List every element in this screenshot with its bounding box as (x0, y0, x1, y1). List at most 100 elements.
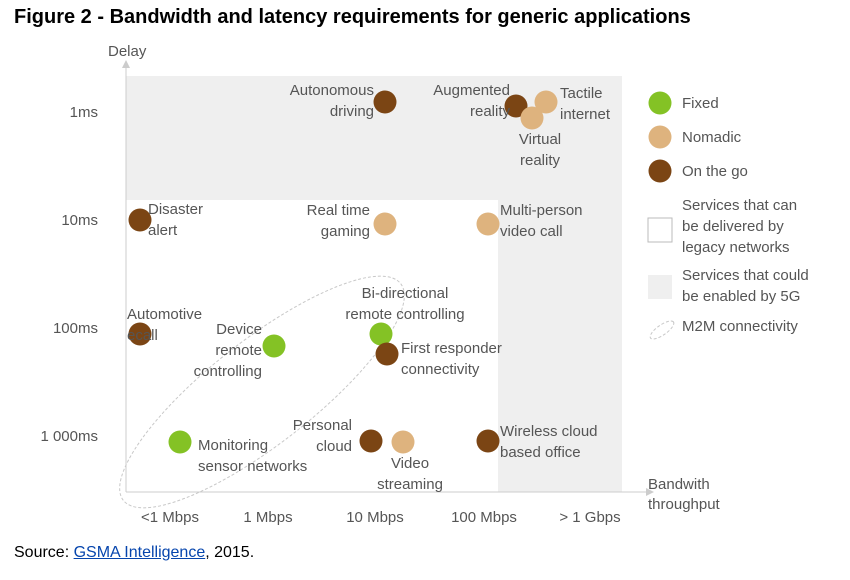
x-tick-label: 10 Mbps (346, 509, 404, 526)
legend-marker-on-the-go (648, 159, 672, 183)
source-note: Source: GSMA Intelligence, 2015. (14, 544, 254, 562)
point-label-line: Wireless cloud (500, 423, 598, 440)
legend-label: Nomadic (682, 129, 742, 146)
point-label-line: alert (148, 222, 178, 239)
point-label-line: Multi-person (500, 202, 583, 219)
point-on-the-go (128, 208, 152, 232)
y-tick-label: 1ms (70, 104, 98, 121)
point-label-line: connectivity (401, 361, 480, 378)
point-label: Personal cloud (293, 417, 352, 455)
point-label: First responder connectivity (401, 340, 502, 378)
point-label-line: reality (470, 103, 511, 120)
point-label-line: sensor networks (198, 458, 307, 475)
legend-label-line: M2M connectivity (682, 318, 798, 335)
m2m-ellipse (119, 275, 405, 509)
y-tick-label: 100ms (53, 320, 98, 337)
legend-marker-5g (648, 275, 672, 299)
point-nomadic (373, 212, 397, 236)
point-label-line: Augmented (433, 82, 510, 99)
point-label-line: video call (500, 223, 563, 240)
point-label: Bi-directional remote controlling (345, 285, 464, 323)
legend-label: Fixed (682, 95, 719, 112)
point-label: Real time gaming (307, 202, 370, 240)
point-label: Device remote controlling (194, 321, 262, 380)
legend-label-line: be enabled by 5G (682, 288, 800, 305)
source-suffix: , 2015. (205, 544, 255, 561)
point-on-the-go (359, 429, 383, 453)
x-axis-label-line: Bandwith (648, 476, 710, 493)
legend-label: M2M connectivity (682, 318, 798, 335)
source-prefix: Source: (14, 544, 74, 561)
legend-label-line: On the go (682, 163, 748, 180)
point-label-line: based office (500, 444, 581, 461)
point-fixed (168, 430, 192, 454)
point-nomadic (520, 106, 544, 130)
point-label-line: remote (215, 342, 262, 359)
point-label-line: Tactile (560, 85, 603, 102)
point-label-line: Personal (293, 417, 352, 434)
x-tick-label: > 1 Gbps (559, 509, 620, 526)
legend-label-line: be delivered by (682, 218, 784, 235)
legend-marker-m2m (649, 320, 675, 340)
data-points (128, 90, 558, 454)
point-label-line: remote controlling (345, 306, 464, 323)
point-label-line: Autonomous (290, 82, 374, 99)
point-fixed (369, 322, 393, 346)
legend-label-line: Services that could (682, 267, 809, 284)
point-label-line: First responder (401, 340, 502, 357)
region-5g-high-throughput (498, 200, 622, 492)
point-label: Wireless cloud based office (500, 423, 598, 461)
point-nomadic (391, 430, 415, 454)
point-label-line: streaming (377, 476, 443, 493)
x-tick-label: 100 Mbps (451, 509, 517, 526)
point-label: Monitoring sensor networks (198, 437, 307, 475)
point-label-line: Monitoring (198, 437, 268, 454)
point-on-the-go (373, 90, 397, 114)
point-label-line: Automotive (127, 306, 202, 323)
point-label-line: Video (391, 455, 429, 472)
point-on-the-go (504, 94, 528, 118)
point-nomadic (476, 212, 500, 236)
point-nomadic (534, 90, 558, 114)
legend-label: Services that could be enabled by 5G (682, 267, 809, 305)
y-tick-label: 1 000ms (40, 428, 98, 445)
y-axis-arrow (122, 60, 130, 68)
x-tick-label: <1 Mbps (141, 509, 199, 526)
m2m-region (119, 275, 405, 509)
point-label: Augmented reality (433, 82, 510, 120)
point-label-line: controlling (194, 363, 262, 380)
x-axis-label: Bandwith throughput (648, 476, 721, 513)
point-on-the-go (375, 342, 399, 366)
point-label-line: reality (520, 152, 561, 169)
point-label-line: ecall (127, 327, 158, 344)
point-label-line: Device (216, 321, 262, 338)
y-axis-label: Delay (108, 43, 147, 60)
point-label-line: internet (560, 106, 611, 123)
legend-label-line: Fixed (682, 95, 719, 112)
legend-marker-nomadic (648, 125, 672, 149)
x-axis-arrow (646, 488, 654, 496)
point-label: Multi-person video call (500, 202, 583, 240)
legend-label: On the go (682, 163, 748, 180)
x-tick-label: 1 Mbps (243, 509, 292, 526)
source-link[interactable]: GSMA Intelligence (73, 544, 206, 561)
point-label-line: gaming (321, 223, 370, 240)
x-axis-label-line: throughput (648, 496, 721, 513)
point-label: Automotive ecall (127, 306, 202, 344)
legend-label-line: legacy networks (682, 239, 790, 256)
legend-label-line: Nomadic (682, 129, 742, 146)
point-label: Tactile internet (560, 85, 611, 123)
legend-marker-fixed (648, 91, 672, 115)
point-label-line: Bi-directional (362, 285, 449, 302)
point-on-the-go (128, 322, 152, 346)
point-label-line: Real time (307, 202, 370, 219)
point-label-line: cloud (316, 438, 352, 455)
